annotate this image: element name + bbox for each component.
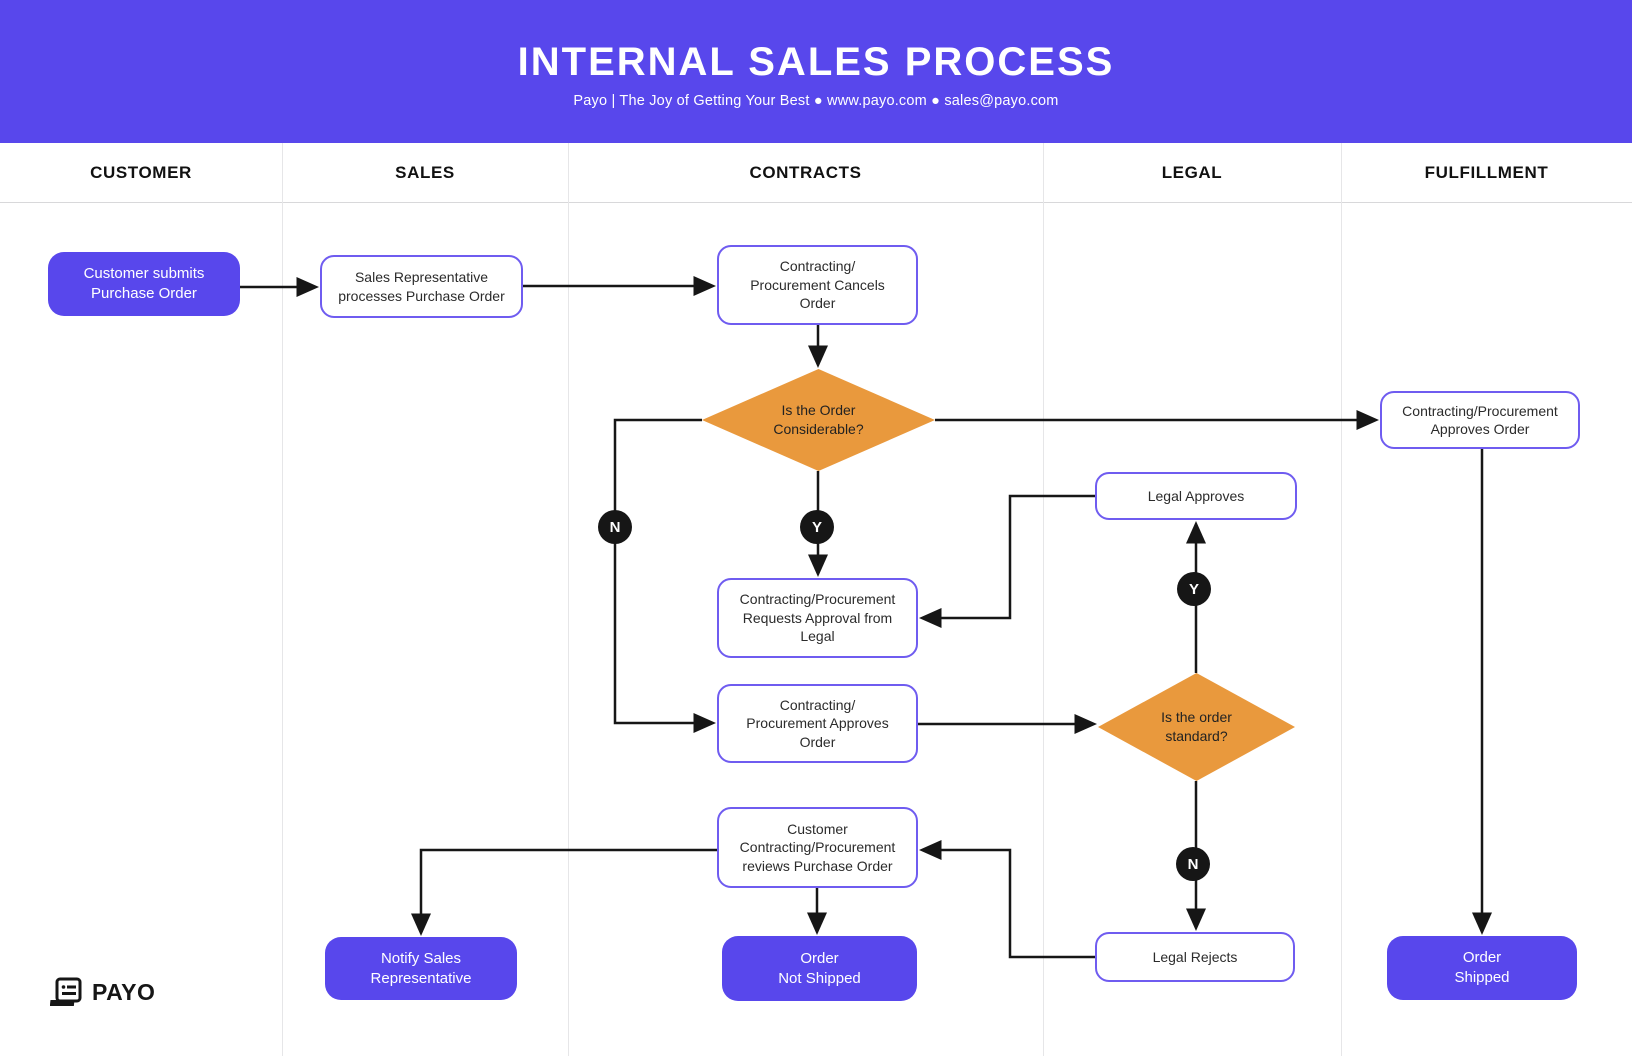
node-reviews-purchase-order: Customer Contracting/Procurement reviews… — [717, 807, 918, 888]
lane-header-contracts: CONTRACTS — [749, 162, 862, 182]
node-order-not-shipped: Order Not Shipped — [722, 936, 917, 1001]
logo-wordmark: PAYO — [92, 978, 156, 1005]
edge-rejects-to-reviews — [919, 840, 1095, 959]
lane-divider — [282, 143, 283, 1056]
node-legal-approves: Legal Approves — [1095, 472, 1297, 520]
lane-header-sales: SALES — [395, 162, 455, 182]
badge-no: N — [598, 510, 632, 544]
receipt-icon — [50, 977, 82, 1006]
edge-legalapproves-to-requests — [919, 494, 1095, 628]
flowchart-canvas: Customer submits Purchase Order Sales Re… — [0, 203, 1632, 1056]
lane-divider — [1043, 143, 1044, 1056]
lane-headers: CUSTOMER SALES CONTRACTS LEGAL FULFILLME… — [0, 143, 1632, 203]
connector-lines — [240, 276, 1492, 959]
badge-yes: Y — [1177, 572, 1211, 606]
node-legal-rejects: Legal Rejects — [1095, 932, 1295, 982]
node-fulfillment-approves: Contracting/Procurement Approves Order — [1380, 391, 1580, 449]
node-order-shipped: Order Shipped — [1387, 936, 1577, 1000]
badge-yes: Y — [800, 510, 834, 544]
lane-header-legal: LEGAL — [1161, 162, 1223, 182]
node-cancels-order: Contracting/ Procurement Cancels Order — [717, 245, 918, 325]
node-customer-submits: Customer submits Purchase Order — [48, 252, 240, 316]
node-notify-sales: Notify Sales Representative — [325, 937, 517, 1000]
edge-reviews-to-notify — [411, 848, 717, 936]
page-title: INTERNAL SALES PROCESS — [517, 40, 1115, 84]
edge-considerable-no — [613, 418, 716, 733]
badge-no: N — [1176, 847, 1210, 881]
lane-divider — [568, 143, 569, 1056]
lane-divider — [1341, 143, 1342, 1056]
node-requests-approval: Contracting/Procurement Requests Approva… — [717, 578, 918, 658]
lane-header-fulfillment: FULFILLMENT — [1424, 162, 1549, 182]
payo-logo: PAYO — [50, 976, 155, 1008]
node-approves-order: Contracting/ Procurement Approves Order — [717, 684, 918, 763]
page-subtitle: Payo | The Joy of Getting Your Best ● ww… — [573, 93, 1059, 109]
header-banner: INTERNAL SALES PROCESS Payo | The Joy of… — [0, 0, 1632, 143]
node-sales-processes: Sales Representative processes Purchase … — [320, 255, 523, 318]
lane-header-customer: CUSTOMER — [90, 162, 192, 182]
